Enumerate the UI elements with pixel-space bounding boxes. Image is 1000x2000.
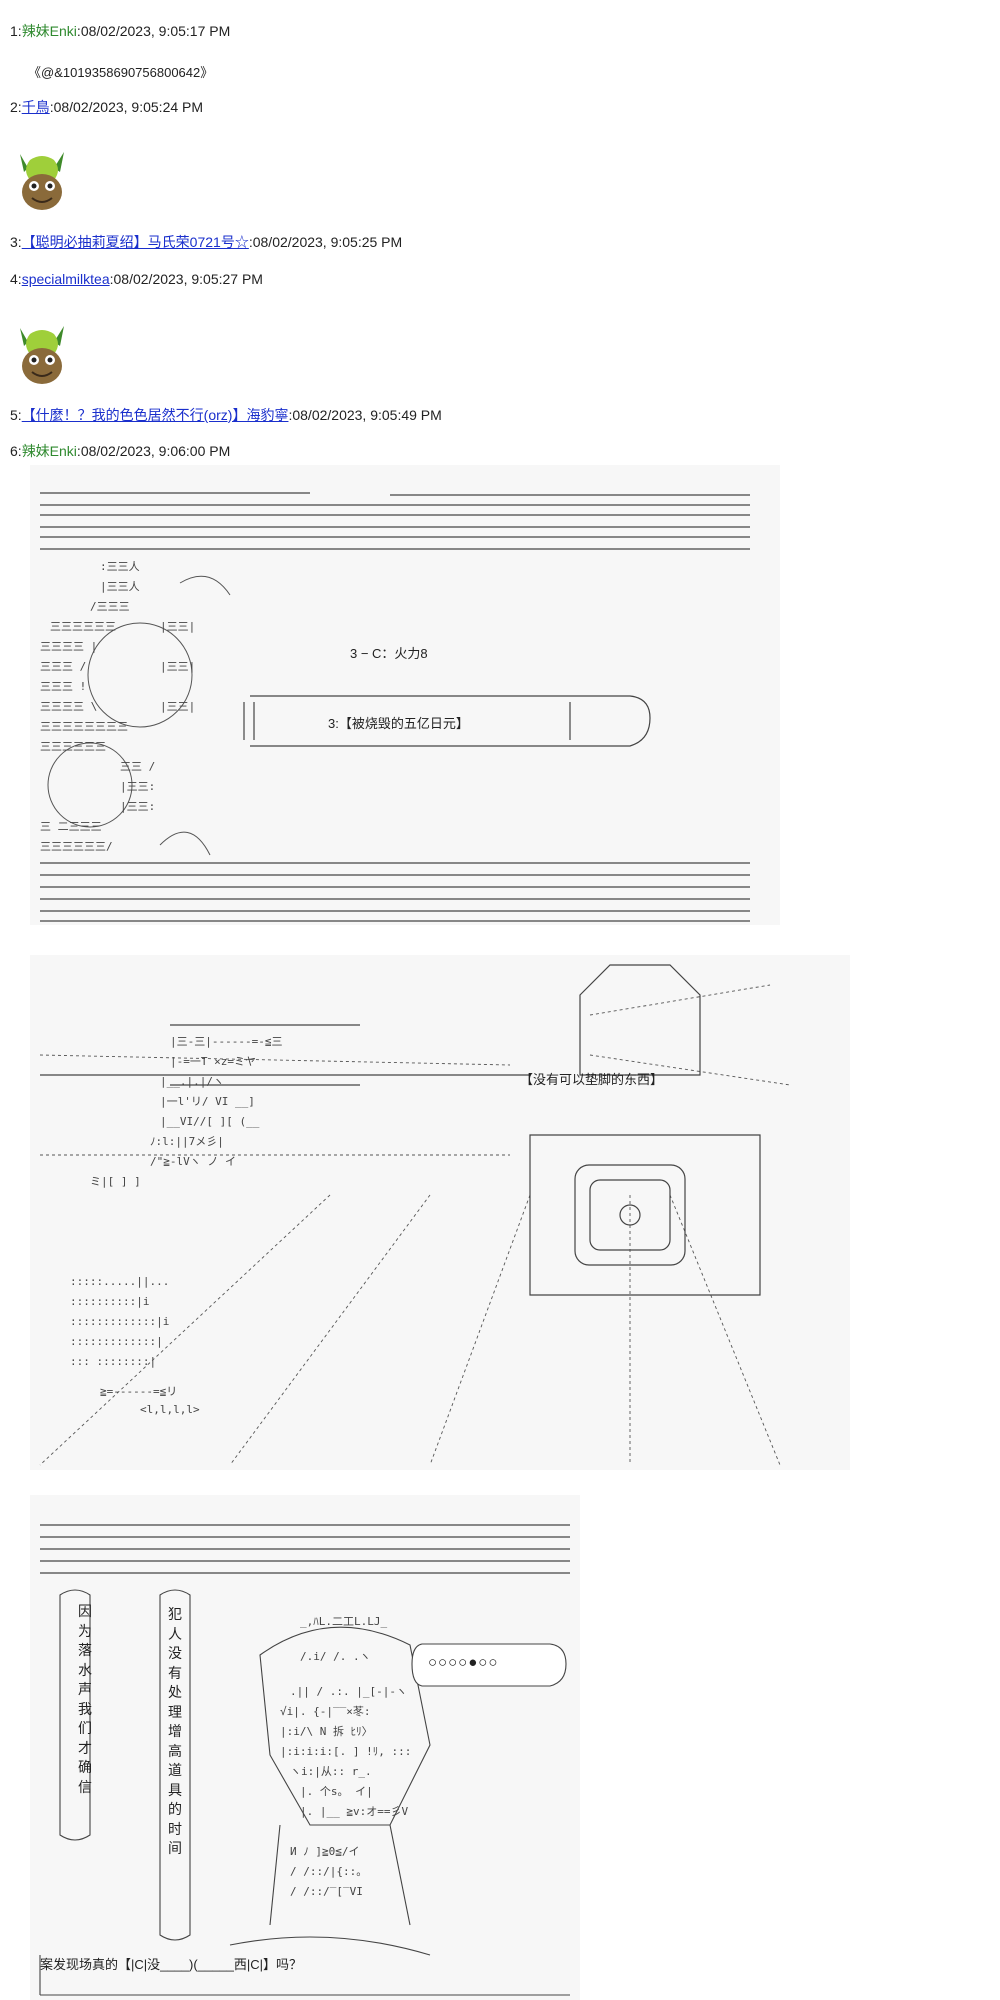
vertical-text-right: 犯人没有处理增高道具的时间 [168,1606,182,1856]
ascii-art-panel-2 [30,955,850,1470]
svg-text:√i|. {-|‾‾×苳:: √i|. {-|‾‾×苳: [280,1705,370,1718]
post-author[interactable]: 辣妹Enki [21,443,77,459]
scene-3-bottom-caption: 案发现场真的【|C|没____)(_____西|C|】吗？ [40,1957,303,1972]
svg-text:|三-三|------=-≦三: |三-三|------=-≦三 [170,1035,282,1048]
svg-text:|三三|: |三三| [160,700,195,713]
scene-2-caption: 【没有可以垫脚的东西】 [520,1072,664,1087]
post-header-5: 5:【什麼！？我的色色居然不行(orz)】海豹寧:08/02/2023, 9:0… [10,407,442,423]
svg-text:|-=一T ×z=ミヤ: |-=一T ×z=ミヤ [170,1055,256,1068]
svg-text:|三三:: |三三: [120,780,155,793]
svg-text:ヽi:|从:: r_.: ヽi:|从:: r_. [290,1765,372,1778]
svg-text:ﾉ:l:||7メ彡|: ﾉ:l:||7メ彡| [150,1135,224,1148]
post-author-link[interactable]: specialmilktea [21,271,110,287]
post-date: 08/02/2023, 9:05:27 PM [113,271,263,287]
svg-text:|三三人: |三三人 [100,580,140,593]
svg-text:三三三三三三: 三三三三三三 [40,740,106,753]
post-number: 5 [10,407,18,423]
svg-text:|. 个s。 イ|: |. 个s。 イ| [300,1785,373,1798]
svg-text:::::::::::|i: ::::::::::|i [70,1295,149,1308]
svg-text:<l,l,l,l>: <l,l,l,l> [140,1403,200,1416]
post-header-2: 2:千鳥:08/02/2023, 9:05:24 PM [10,99,204,115]
svg-text:ミ|[ ] ]: ミ|[ ] ] [90,1175,141,1188]
post-header-1: 1:辣妹Enki:08/02/2023, 9:05:17 PM [10,23,231,39]
svg-text:::: ::::::::|: ::: ::::::::| [70,1355,156,1368]
post-body-1: 《@&1019358690756800642》 [28,65,214,80]
svg-text:|:i/\ N 拆 ﾋﾘ〉: |:i/\ N 拆 ﾋﾘ〉 [280,1724,373,1738]
post-date: 08/02/2023, 9:06:00 PM [80,443,231,459]
svg-text:|__.|.|/ヽ: |__.|.|/ヽ [160,1075,224,1088]
svg-text:≧=------=≦リ: ≧=------=≦リ [100,1385,177,1398]
svg-text:/.i/ /. .ヽ: /.i/ /. .ヽ [300,1650,371,1663]
post-number: 6 [10,443,18,459]
svg-text:三三三三 \: 三三三三 \ [40,700,97,713]
svg-text:/ /::/‾[‾VI: / /::/‾[‾VI [290,1885,363,1898]
vertical-text-left: 因为落水声我们才确信 [78,1603,92,1795]
post-header-3: 3:【聪明必抽莉夏绍】马氏荣0721号☆:08/02/2023, 9:05:25… [10,234,403,250]
avatar-icon [14,150,70,212]
speech-bubble-text: ○○○○●○○ [428,1654,499,1671]
svg-text:三三三三 |: 三三三三 | [40,640,97,653]
post-author[interactable]: 辣妹Enki [21,23,77,39]
ascii-art-scene-2: |三-三|------=-≦三 |-=一T ×z=ミヤ |__.|.|/ヽ |一… [39,964,791,1466]
svg-text:|一l'リ/ VI __]: |一l'リ/ VI __] [160,1095,255,1108]
post-number: 4 [10,271,18,287]
svg-text:/"≧-lVヽ ノ イ: /"≧-lVヽ ノ イ [150,1155,236,1168]
post-date: 08/02/2023, 9:05:25 PM [252,234,403,250]
post-date: 08/02/2023, 9:05:24 PM [53,99,204,115]
svg-text:.|| / .:. |_[-|-ヽ: .|| / .:. |_[-|-ヽ [290,1685,407,1698]
svg-text::三三人: :三三人 [100,560,140,573]
avatar-icon [14,324,70,386]
svg-text:/ /::/|{::。: / /::/|{::。 [290,1865,367,1878]
speech-bubble-frame [411,1643,567,1687]
svg-text:_,ﾊL.二工L.LJ_: _,ﾊL.二工L.LJ_ [300,1615,387,1628]
svg-text:|:i:i:i:[. ] !ﾘ, :::: |:i:i:i:[. ] !ﾘ, ::: [280,1745,411,1758]
svg-text:|__VI//[ ][ (__: |__VI//[ ][ (__ [160,1115,260,1128]
svg-text:三三三三三三: 三三三三三三 [50,620,116,633]
ascii-art-scene-1: :三三人 |三三人 /三三三 三三三三三三 三三三三 | 三三三 / 三三三 !… [40,492,750,922]
svg-text:|三三|: |三三| [160,660,195,673]
svg-text:|. |__ ≧v:オ==彡V: |. |__ ≧v:オ==彡V [300,1805,408,1818]
ascii-art-panel-1 [30,465,780,925]
svg-text:三三三三三三三三: 三三三三三三三三 [40,720,128,733]
post-header-6: 6:辣妹Enki:08/02/2023, 9:06:00 PM [10,443,231,459]
svg-text:/三三三: /三三三 [90,600,130,613]
svg-text:三 二三三三: 三 二三三三 [40,820,102,833]
post-date: 08/02/2023, 9:05:49 PM [292,407,442,423]
post-author-link[interactable]: 【聪明必抽莉夏绍】马氏荣0721号☆ [21,234,249,250]
svg-text::::::.....||...: :::::.....||... [70,1275,169,1288]
svg-text::::::::::::::|: :::::::::::::| [70,1335,163,1348]
post-author-link[interactable]: 【什麼！？我的色色居然不行(orz)】海豹寧 [21,407,289,423]
scene-1-title: 3 − C：火力8 [350,646,428,661]
svg-text:三三三 /: 三三三 / [40,660,86,673]
svg-text:三三三三三三/: 三三三三三三/ [40,840,113,853]
post-author-link[interactable]: 千鳥 [21,99,50,115]
svg-text:|三三:: |三三: [120,800,155,813]
post-header-4: 4:specialmilktea:08/02/2023, 9:05:27 PM [10,271,263,287]
post-number: 2 [10,99,18,115]
ascii-art-panel-3 [30,1495,580,2000]
post-date: 08/02/2023, 9:05:17 PM [80,23,231,39]
svg-text:三三三 !: 三三三 ! [40,680,86,693]
scene-1-box-text: 3:【被烧毁的五亿日元】 [328,716,469,731]
svg-text::::::::::::::|i: :::::::::::::|i [70,1315,169,1328]
svg-text:|三三|: |三三| [160,620,195,633]
scene-1-text-frame [243,695,651,747]
svg-text:И ﾉ ]≧0≦/イ: И ﾉ ]≧0≦/イ [290,1845,359,1858]
post-number: 1 [10,23,18,39]
svg-text:三三 /: 三三 / [120,760,155,773]
post-number: 3 [10,234,18,250]
ascii-art-scene-3: _,ﾊL.二工L.LJ_ /.i/ /. .ヽ .|| / .:. |_[-|-… [39,1524,570,1996]
